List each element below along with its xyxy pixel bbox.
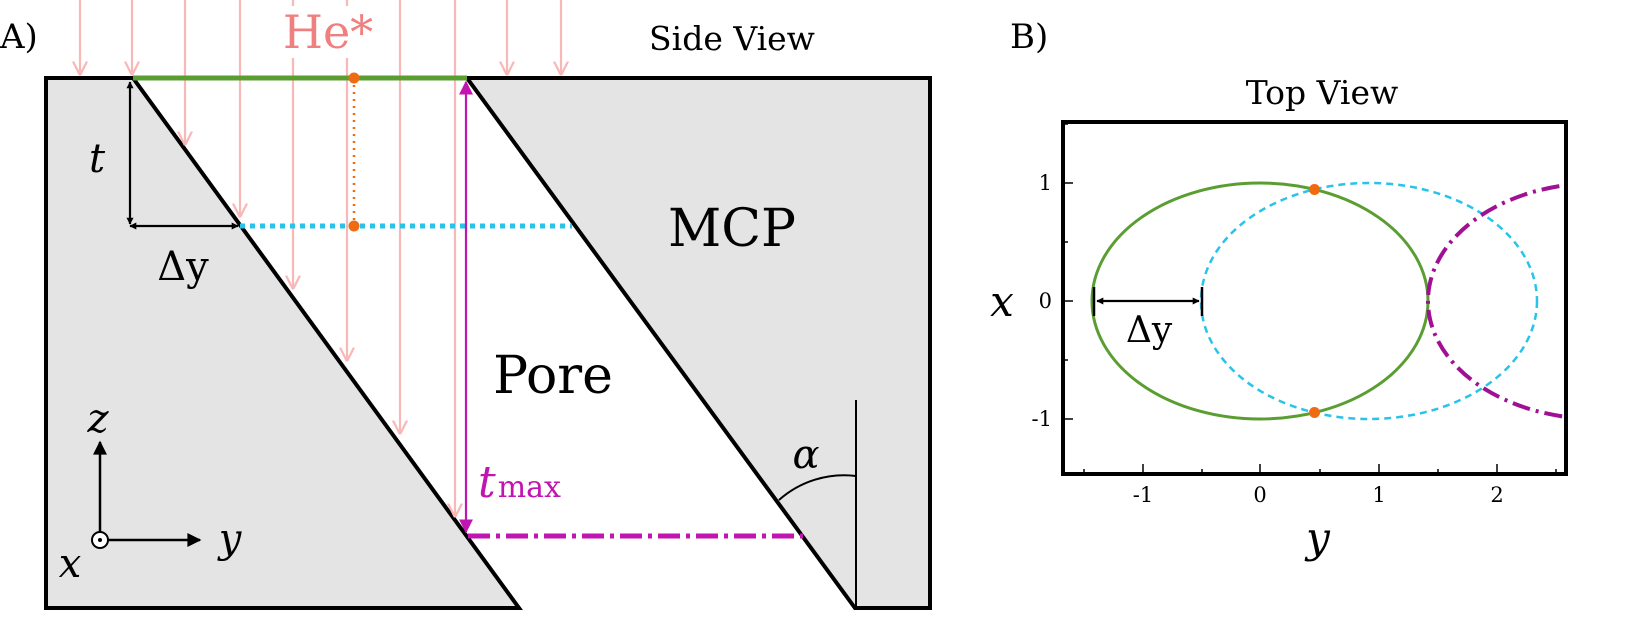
- panel-a-label: A): [0, 17, 38, 57]
- beam-label: He*: [283, 5, 373, 59]
- panel-b-label: B): [1010, 17, 1048, 57]
- x-tick-label: -1: [1133, 483, 1153, 507]
- orange-marker-depth: [348, 220, 360, 232]
- panel-a: A) Side View He*: [0, 0, 932, 610]
- left-mcp-wall: [44, 76, 523, 610]
- tmax-label-main: t: [478, 457, 496, 508]
- y-tick-label: -1: [1032, 407, 1052, 431]
- x-axis-label: y: [1304, 513, 1331, 562]
- tmax-label-subscript: max: [498, 470, 561, 505]
- beam-label-backdrop: [272, 6, 382, 58]
- top-view-title: Top View: [1246, 73, 1399, 112]
- axis-x-dot: [98, 538, 102, 542]
- panel-b: B) Top View Δy: [990, 17, 1568, 562]
- tmax-label: tmax: [478, 457, 561, 508]
- y-tick-label: 1: [1039, 171, 1052, 195]
- axis-y-label: y: [217, 516, 243, 562]
- x-tick-label: 2: [1490, 483, 1503, 507]
- intersection-top: [1309, 184, 1320, 195]
- cyan-ellipse: [1199, 181, 1539, 421]
- tick-labels: -1 0 1 2 1 0 -1: [1032, 171, 1504, 507]
- magenta-ellipse: [1426, 183, 1566, 419]
- mcp-label: MCP: [668, 199, 796, 259]
- angle-label: α: [792, 432, 819, 478]
- side-view-title: Side View: [649, 19, 815, 58]
- shaded-region: [1201, 189, 1315, 413]
- y-axis-label: x: [990, 277, 1014, 326]
- pore-label: Pore: [493, 346, 613, 406]
- axis-x-label: x: [59, 541, 82, 587]
- x-tick-label: 0: [1253, 483, 1266, 507]
- thickness-label: t: [89, 136, 106, 182]
- plot-ticks: [1063, 123, 1557, 474]
- top-shift-label: Δy: [1126, 310, 1173, 351]
- axis-z-label: z: [86, 396, 109, 442]
- angle-arc: [778, 474, 857, 501]
- right-mcp-wall: [463, 76, 932, 610]
- plot-area: Δy: [1090, 181, 1566, 421]
- x-tick-label: 1: [1372, 483, 1385, 507]
- y-tick-label: 0: [1039, 289, 1052, 313]
- shift-label: Δy: [157, 244, 209, 290]
- orange-marker-top: [348, 72, 360, 84]
- intersection-bottom: [1309, 407, 1320, 418]
- plot-frame: [1061, 120, 1568, 476]
